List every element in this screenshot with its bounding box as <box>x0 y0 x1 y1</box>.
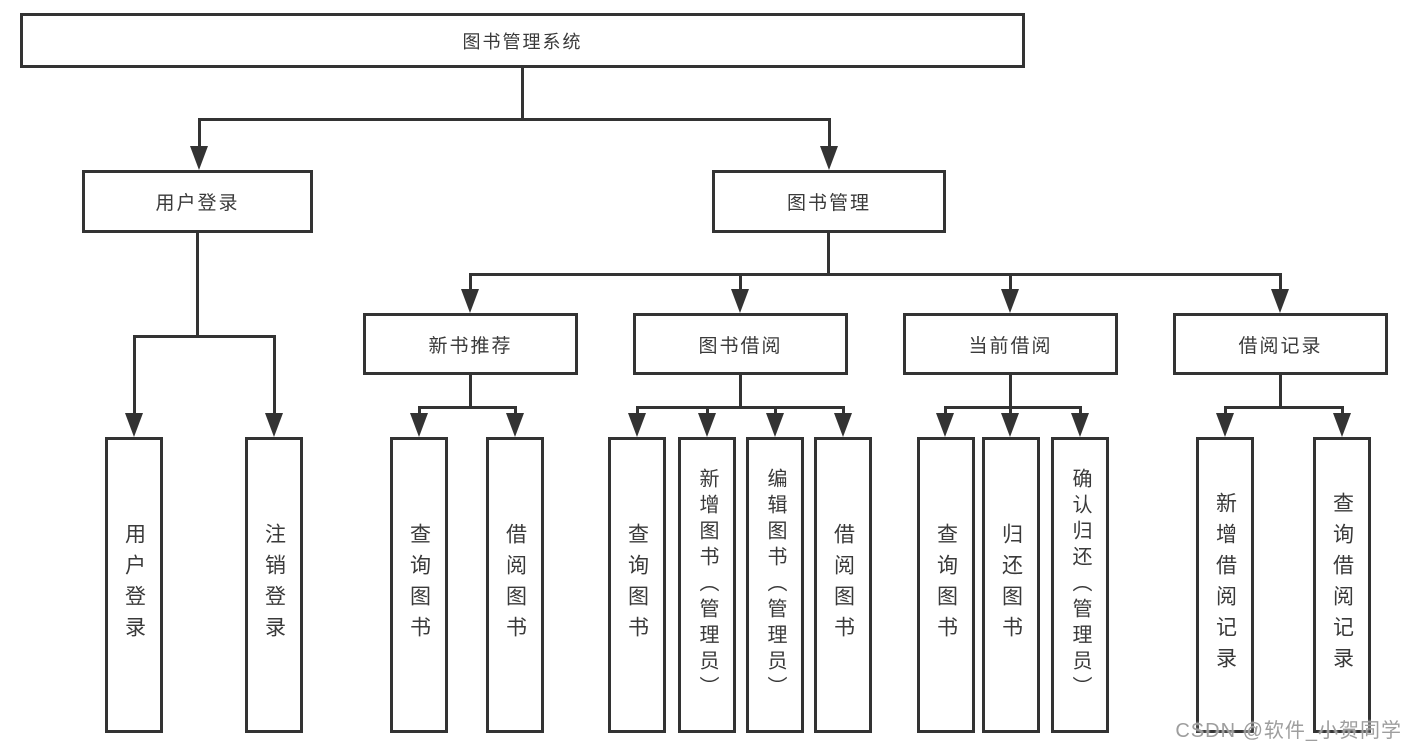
connector-vline <box>521 68 524 120</box>
connector-vline <box>774 406 777 415</box>
arrowhead-down-icon <box>698 413 716 437</box>
connector-vline <box>827 233 830 276</box>
watermark: CSDN @软件_小贺同学 <box>1175 720 1402 742</box>
node-new-book-recommend-label: 新书推荐 <box>428 335 513 357</box>
arrowhead-down-icon <box>125 413 143 437</box>
arrowhead-down-icon <box>834 413 852 437</box>
node-user-login: 用户登录 <box>82 170 313 233</box>
leaf-query-borrow-record: 查询借阅记录 <box>1313 437 1371 733</box>
connector-vline <box>1079 406 1082 415</box>
connector-vline <box>469 273 472 291</box>
node-book-management: 图书管理 <box>712 170 946 233</box>
connector-vline <box>944 406 947 415</box>
connector-vline <box>1224 406 1227 415</box>
arrowhead-down-icon <box>820 146 838 170</box>
arrowhead-down-icon <box>731 289 749 313</box>
connector-hline <box>418 406 517 409</box>
leaf-confirm-return-admin-label: 确认归还（管理员） <box>1069 468 1091 702</box>
node-current-borrow: 当前借阅 <box>903 313 1118 375</box>
connector-hline <box>944 406 1082 409</box>
connector-hline <box>198 118 830 121</box>
leaf-add-borrow-record: 新增借阅记录 <box>1196 437 1254 733</box>
leaf-query-book-1-label: 查询图书 <box>407 523 431 647</box>
arrowhead-down-icon <box>506 413 524 437</box>
connector-hline <box>133 335 276 338</box>
connector-vline <box>739 375 742 409</box>
leaf-logout-label: 注销登录 <box>262 523 286 647</box>
arrowhead-down-icon <box>936 413 954 437</box>
connector-hline <box>636 406 845 409</box>
node-current-borrow-label: 当前借阅 <box>968 335 1053 357</box>
leaf-add-book-admin: 新增图书（管理员） <box>678 437 736 733</box>
arrowhead-down-icon <box>1001 413 1019 437</box>
leaf-edit-book-admin-label: 编辑图书（管理员） <box>764 468 786 702</box>
arrowhead-down-icon <box>410 413 428 437</box>
node-root: 图书管理系统 <box>20 13 1025 68</box>
node-new-book-recommend: 新书推荐 <box>363 313 578 375</box>
connector-vline <box>636 406 639 415</box>
leaf-return-book-label: 归还图书 <box>999 523 1023 647</box>
leaf-add-book-admin-label: 新增图书（管理员） <box>696 468 718 702</box>
arrowhead-down-icon <box>1333 413 1351 437</box>
leaf-borrow-book-2: 借阅图书 <box>814 437 872 733</box>
node-root-label: 图书管理系统 <box>462 31 583 52</box>
leaf-add-borrow-record-label: 新增借阅记录 <box>1213 492 1237 678</box>
leaf-query-book-1: 查询图书 <box>390 437 448 733</box>
connector-vline <box>418 406 421 415</box>
connector-vline <box>196 233 199 338</box>
leaf-user-login: 用户登录 <box>105 437 163 733</box>
leaf-query-book-2: 查询图书 <box>608 437 666 733</box>
leaf-confirm-return-admin: 确认归还（管理员） <box>1051 437 1109 733</box>
arrowhead-down-icon <box>1216 413 1234 437</box>
arrowhead-down-icon <box>1071 413 1089 437</box>
connector-vline <box>1279 273 1282 291</box>
connector-vline <box>198 118 201 148</box>
arrowhead-down-icon <box>766 413 784 437</box>
connector-vline <box>1279 375 1282 409</box>
leaf-logout: 注销登录 <box>245 437 303 733</box>
connector-vline <box>842 406 845 415</box>
connector-vline <box>514 406 517 415</box>
node-book-borrow-label: 图书借阅 <box>698 335 783 357</box>
leaf-borrow-book-2-label: 借阅图书 <box>831 523 855 647</box>
arrowhead-down-icon <box>628 413 646 437</box>
leaf-query-book-2-label: 查询图书 <box>625 523 649 647</box>
connector-vline <box>273 335 276 415</box>
leaf-borrow-book-1-label: 借阅图书 <box>503 523 527 647</box>
leaf-user-login-label: 用户登录 <box>122 523 146 647</box>
arrowhead-down-icon <box>265 413 283 437</box>
connector-vline <box>1009 375 1012 409</box>
connector-vline <box>1009 406 1012 415</box>
connector-vline <box>828 118 831 148</box>
arrowhead-down-icon <box>1001 289 1019 313</box>
node-borrow-record: 借阅记录 <box>1173 313 1388 375</box>
leaf-borrow-book-1: 借阅图书 <box>486 437 544 733</box>
connector-vline <box>1341 406 1344 415</box>
connector-hline <box>469 273 1282 276</box>
connector-vline <box>706 406 709 415</box>
connector-vline <box>469 375 472 409</box>
node-book-management-label: 图书管理 <box>786 193 871 214</box>
arrowhead-down-icon <box>461 289 479 313</box>
node-book-borrow: 图书借阅 <box>633 313 848 375</box>
connector-hline <box>1224 406 1344 409</box>
arrowhead-down-icon <box>1271 289 1289 313</box>
connector-vline <box>739 273 742 291</box>
leaf-edit-book-admin: 编辑图书（管理员） <box>746 437 804 733</box>
node-user-login-label: 用户登录 <box>155 193 240 214</box>
leaf-query-book-3: 查询图书 <box>917 437 975 733</box>
arrowhead-down-icon <box>190 146 208 170</box>
leaf-return-book: 归还图书 <box>982 437 1040 733</box>
leaf-query-book-3-label: 查询图书 <box>934 523 958 647</box>
node-borrow-record-label: 借阅记录 <box>1238 335 1323 357</box>
leaf-query-borrow-record-label: 查询借阅记录 <box>1330 492 1354 678</box>
connector-vline <box>1009 273 1012 291</box>
connector-vline <box>133 335 136 415</box>
